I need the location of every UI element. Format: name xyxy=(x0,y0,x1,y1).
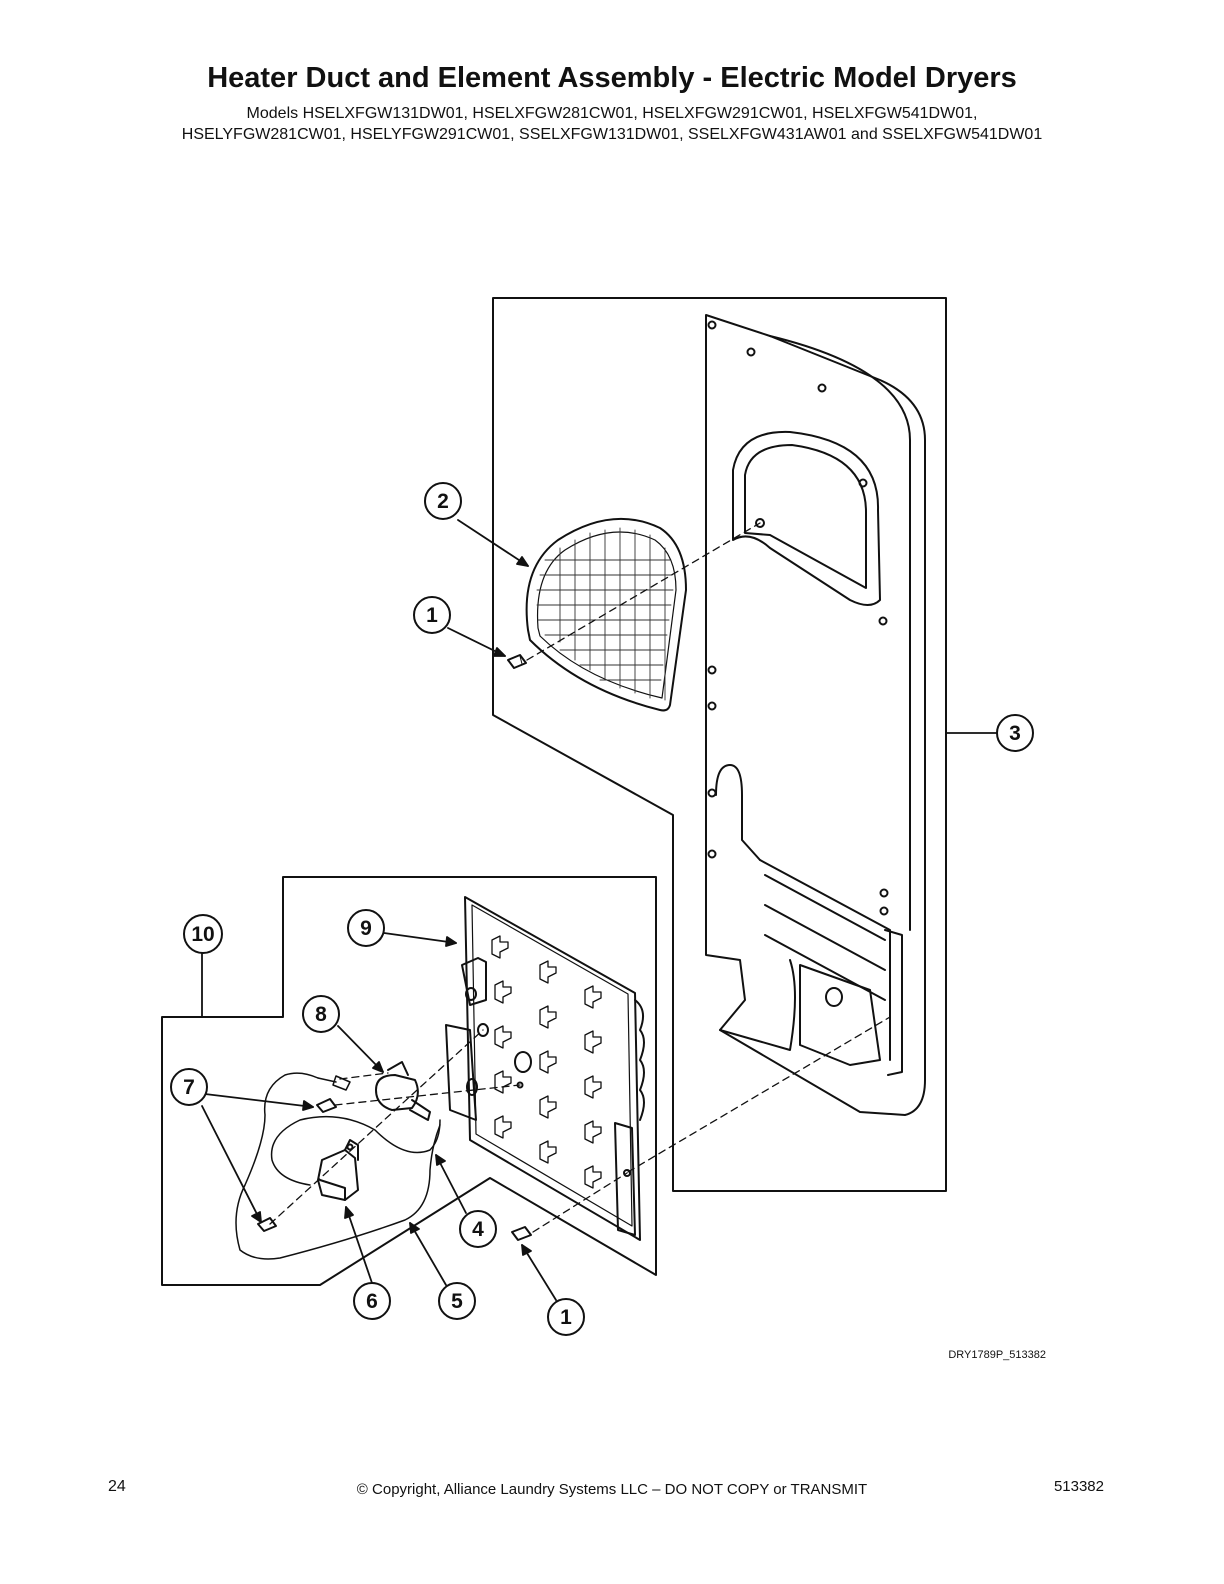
svg-text:5: 5 xyxy=(451,1290,463,1313)
thermostat xyxy=(375,1061,431,1121)
model-list: Models HSELXFGW131DW01, HSELXFGW281CW01,… xyxy=(0,103,1224,145)
callout-1-upper: 1 xyxy=(413,596,451,634)
svg-text:8: 8 xyxy=(315,1003,327,1026)
model-list-line-1: Models HSELXFGW131DW01, HSELXFGW281CW01,… xyxy=(246,105,978,122)
alignment-lines-lower xyxy=(269,1016,891,1233)
callout-4: 4 xyxy=(459,1210,497,1248)
alignment-line-upper xyxy=(526,522,761,661)
drawing-reference: DRY1789P_513382 xyxy=(948,1349,1046,1361)
element-assembly-boundary xyxy=(161,876,657,1286)
callout-9: 9 xyxy=(347,909,385,947)
svg-text:6: 6 xyxy=(366,1290,378,1313)
svg-text:4: 4 xyxy=(472,1218,484,1241)
svg-text:9: 9 xyxy=(360,917,372,940)
copyright-notice: © Copyright, Alliance Laundry Systems LL… xyxy=(356,1481,868,1498)
svg-text:1: 1 xyxy=(426,604,438,627)
callout-7: 7 xyxy=(170,1068,208,1106)
svg-text:1: 1 xyxy=(560,1306,572,1329)
callout-10: 10 xyxy=(183,914,223,954)
page-title: Heater Duct and Element Assembly - Elect… xyxy=(207,62,1017,94)
callout-3: 3 xyxy=(996,714,1034,752)
heater-duct-boundary xyxy=(492,297,947,1192)
svg-text:10: 10 xyxy=(191,923,214,946)
heater-duct xyxy=(705,314,926,1116)
callout-2: 2 xyxy=(424,482,462,520)
callout-8: 8 xyxy=(302,995,340,1033)
wire-harness xyxy=(235,1072,441,1260)
page-number: 24 xyxy=(108,1478,126,1495)
svg-text:7: 7 xyxy=(183,1076,195,1099)
svg-text:2: 2 xyxy=(437,490,449,513)
leader-lines xyxy=(201,519,999,1301)
heater-grille xyxy=(525,517,687,712)
model-list-line-2: HSELYFGW281CW01, HSELYFGW291CW01, SSELXF… xyxy=(181,126,1043,143)
callout-5: 5 xyxy=(438,1282,476,1320)
screw-lower-left xyxy=(257,1217,277,1232)
screw-lower xyxy=(511,1226,532,1241)
screw-mid xyxy=(316,1098,337,1113)
callout-6: 6 xyxy=(353,1282,391,1320)
svg-text:3: 3 xyxy=(1009,722,1021,745)
heater-element xyxy=(445,896,645,1241)
callout-1-lower: 1 xyxy=(547,1298,585,1336)
document-number: 513382 xyxy=(1053,1478,1104,1495)
screw-upper xyxy=(507,654,527,669)
thermal-fuse xyxy=(317,1139,359,1201)
